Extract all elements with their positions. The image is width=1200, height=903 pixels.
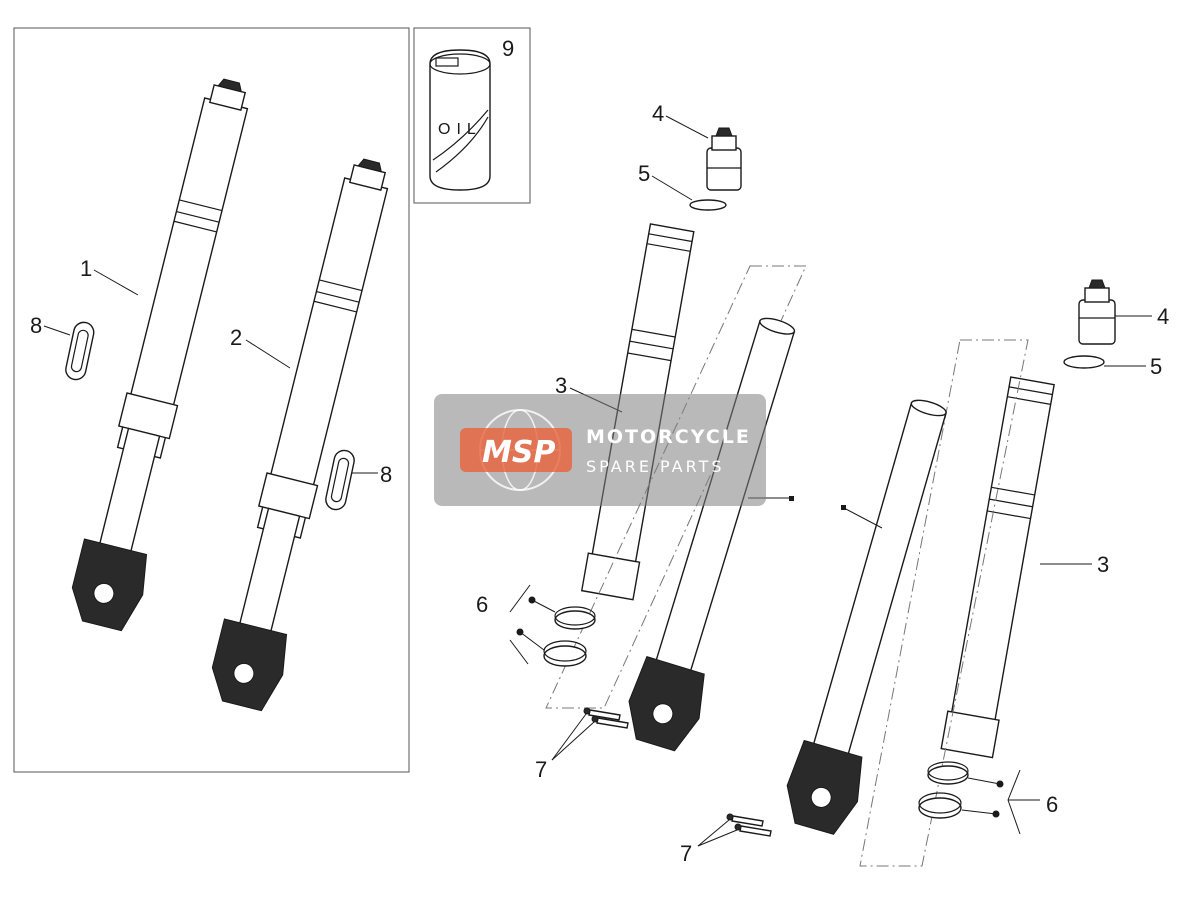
fork-leg-2[interactable] bbox=[205, 153, 408, 713]
seal-kit-right[interactable] bbox=[918, 761, 1004, 819]
callout-5-lower: 5 bbox=[1150, 354, 1162, 379]
fork-oil-can[interactable]: OIL bbox=[429, 49, 491, 191]
callout-4-upper: 4 bbox=[652, 101, 664, 126]
callout-9: 9 bbox=[502, 36, 514, 61]
seal-kit-left[interactable] bbox=[516, 596, 596, 667]
caliper-bolts-right[interactable] bbox=[726, 813, 772, 837]
callout-3-right: 3 bbox=[1097, 552, 1109, 577]
callout-8-left: 8 bbox=[30, 313, 42, 338]
oil-box-frame bbox=[413, 27, 531, 204]
caliper-bolts-left[interactable] bbox=[583, 707, 629, 729]
oil-label: OIL bbox=[438, 121, 482, 138]
callout-7-right: 7 bbox=[680, 841, 692, 866]
fork-leg-1[interactable] bbox=[65, 73, 268, 633]
o-ring-lower[interactable] bbox=[1063, 355, 1105, 369]
fork-assembly-frame bbox=[13, 27, 410, 773]
watermark-badge bbox=[460, 428, 572, 472]
callout-5-upper: 5 bbox=[638, 161, 650, 186]
callout-8-right: 8 bbox=[380, 462, 392, 487]
inner-tube-bracket-right bbox=[859, 339, 1029, 867]
o-ring-upper[interactable] bbox=[689, 199, 727, 211]
retaining-clip-right[interactable] bbox=[324, 449, 356, 512]
callout-6-left: 6 bbox=[476, 592, 488, 617]
watermark: MSP MOTORCYCLE SPARE PARTS bbox=[434, 394, 766, 506]
callout-7-left: 7 bbox=[535, 757, 547, 782]
callout-4-lower: 4 bbox=[1157, 304, 1169, 329]
watermark-line1: MOTORCYCLE bbox=[586, 426, 751, 448]
callout-6-right: 6 bbox=[1046, 792, 1058, 817]
inner-tube-right[interactable] bbox=[778, 393, 969, 838]
fork-cap-lower[interactable] bbox=[1078, 279, 1116, 345]
fork-cap-upper[interactable] bbox=[706, 127, 742, 191]
watermark-brand: MSP bbox=[482, 435, 555, 470]
retaining-clip-left[interactable] bbox=[64, 321, 96, 382]
outer-tube-right[interactable] bbox=[940, 376, 1058, 759]
callout-2: 2 bbox=[230, 325, 242, 350]
callout-3-left: 3 bbox=[555, 373, 567, 398]
watermark-line2: SPARE PARTS bbox=[586, 457, 725, 476]
callout-1: 1 bbox=[80, 256, 92, 281]
